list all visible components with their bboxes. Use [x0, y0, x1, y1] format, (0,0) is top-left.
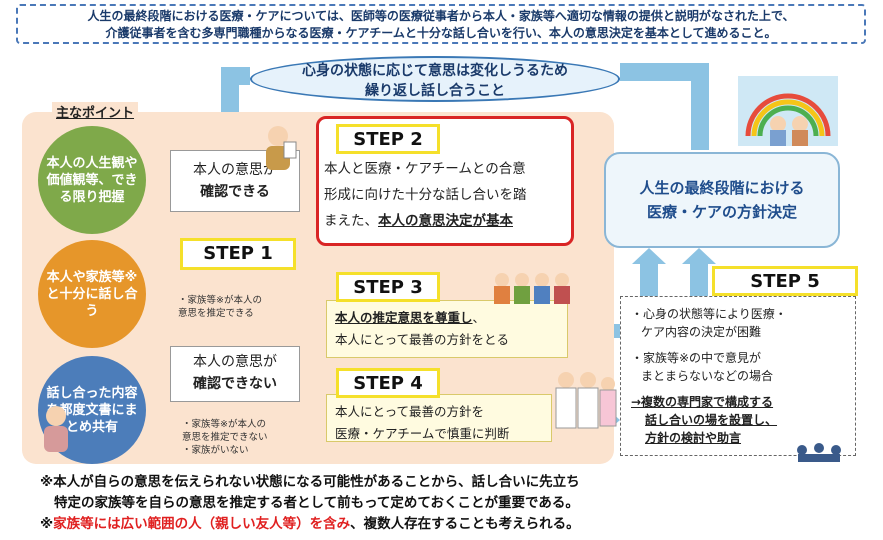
elderly-man-illustration	[266, 126, 297, 170]
meeting-illustration	[797, 443, 841, 462]
bottom-note-line2: 特定の家族等を自らの意思を推定する者として前もって定めておくことが重要である。	[54, 495, 579, 511]
will-not-confirmed-line2: 確認できない	[193, 376, 277, 392]
step1-note-line2: 意思を推定できる	[178, 308, 254, 319]
step5-arrow-line1: →複数の専門家で構成する	[631, 395, 774, 409]
step5-arrow-line2: 話し合いの場を設置し、	[645, 413, 778, 427]
step3-text-emphasis: 本人の推定意思を尊重し	[335, 310, 473, 325]
step2-text-line1: 本人と医療・ケアチームとの合意	[324, 161, 526, 177]
step1-label: STEP 1	[180, 238, 296, 270]
rainbow-family-illustration	[738, 76, 838, 146]
bottom-note-line1: ※本人が自らの意思を伝えられない状態になる可能性があることから、話し合いに先立ち	[40, 474, 580, 490]
bottom-note-line3: ※家族等には広い範囲の人（親しい友人等）を含み、複数人存在することも考えられる。	[40, 514, 860, 535]
loop-banner-line2: 繰り返し話し合うこと	[365, 83, 505, 99]
point-circle-text: 本人や家族等※と十分に話し合う	[46, 269, 138, 319]
will-confirmed-line2: 確認できる	[200, 184, 270, 200]
step5-item1-line2: ケア内容の決定が困難	[641, 325, 762, 339]
will-not-confirmed-box: 本人の意思が 確認できない	[170, 346, 300, 402]
point-circle-understand-values: 本人の人生観や価値観等、できる限り把握	[38, 126, 146, 234]
point-circle-text: 話し合った内容を都度文書にまとめ共有	[46, 385, 138, 435]
step4-note-line2: 意思を推定できない	[182, 432, 268, 443]
point-circle-text: 本人の人生観や価値観等、できる限り把握	[46, 155, 138, 205]
policy-decision-line2: 医療・ケアの方針決定	[646, 203, 797, 221]
step4-note-line1: ・家族等※が本人の	[182, 419, 266, 430]
step2-text-line3: まえた、本人の意思決定が基本	[324, 208, 568, 234]
will-not-confirmed-line1: 本人の意思が	[193, 354, 277, 370]
step2-text-emphasis: 本人の意思決定が基本	[378, 213, 513, 229]
main-points-label: 主なポイント	[52, 102, 139, 121]
step5-box: ・心身の状態等により医療・ ケア内容の決定が困難 ・家族等※の中で意見が まとま…	[620, 296, 856, 456]
elderly-woman-illustration	[44, 406, 68, 452]
step5-item-disagreement: ・家族等※の中で意見が まとまらないなどの場合	[631, 349, 845, 385]
arrow-up-right-head	[682, 248, 716, 264]
step1-note: ・家族等※が本人の 意思を推定できる	[178, 294, 298, 320]
loop-arrow-left	[221, 67, 250, 120]
step3-text-line2: 本人にとって最善の方針をとる	[335, 332, 510, 347]
step1-note-line1: ・家族等※が本人の	[178, 295, 262, 306]
step2-text-line3-prefix: まえた、	[324, 213, 378, 229]
step5-arrow-line3: 方針の検討や助言	[645, 431, 742, 445]
medical-team-illustration	[555, 372, 617, 429]
loop-banner-line1: 心身の状態に応じて意思は変化しうるため	[302, 63, 568, 79]
step5-item1-line1: ・心身の状態等により医療・	[631, 307, 787, 321]
will-confirmed-line1: 本人の意思が	[193, 162, 277, 178]
step3-label: STEP 3	[336, 272, 440, 302]
step3-text-line1: 本人の推定意思を尊重し、	[335, 307, 559, 329]
step3-box: 本人の推定意思を尊重し、 本人にとって最善の方針をとる	[326, 300, 568, 358]
bottom-note-line3-prefix: ※	[40, 516, 54, 532]
step5-item2-line2: まとまらないなどの場合	[641, 369, 774, 383]
step4-note: ・家族等※が本人の 意思を推定できない ・家族がいない	[182, 418, 302, 457]
policy-decision-line1: 人生の最終段階における	[639, 179, 805, 197]
arrow-up-right-shaft	[690, 262, 708, 296]
bottom-note-red-text: 家族等には広い範囲の人（親しい友人等）を含み	[53, 516, 351, 532]
step5-item2-line1: ・家族等※の中で意見が	[631, 351, 762, 365]
header-note-line2: 介護従事者を含む多専門職種からなる医療・ケアチームと十分な話し合いを行い、本人の…	[105, 26, 777, 40]
step3-text-line1-suffix: 、	[472, 310, 486, 325]
step4-note-line3: ・家族がいない	[182, 445, 249, 456]
step5-item-difficult: ・心身の状態等により医療・ ケア内容の決定が困難	[631, 305, 845, 341]
bottom-note-line3-suffix: 、複数人存在することも考えられる。	[350, 516, 580, 532]
bottom-notes: ※本人が自らの意思を伝えられない状態になる可能性があることから、話し合いに先立ち…	[40, 472, 860, 535]
step2-text: 本人と医療・ケアチームとの合意 形成に向けた十分な話し合いを踏 まえた、本人の意…	[324, 156, 568, 234]
policy-decision-box: 人生の最終段階における 医療・ケアの方針決定	[604, 152, 840, 248]
header-note-line1: 人生の最終段階における医療・ケアについては、医師等の医療従事者から本人・家族等へ…	[87, 9, 795, 23]
step4-box: 本人にとって最善の方針を 医療・ケアチームで慎重に判断	[326, 394, 552, 442]
point-circle-discuss: 本人や家族等※と十分に話し合う	[38, 240, 146, 348]
header-note: 人生の最終段階における医療・ケアについては、医師等の医療従事者から本人・家族等へ…	[16, 4, 866, 44]
step5-label: STEP 5	[712, 266, 858, 296]
step2-text-line2: 形成に向けた十分な話し合いを踏	[324, 187, 527, 203]
loop-banner: 心身の状態に応じて意思は変化しうるため 繰り返し話し合うこと	[250, 56, 620, 102]
step4-text-line1: 本人にとって最善の方針を	[335, 404, 485, 419]
loop-arrow-top	[620, 63, 709, 150]
step2-label: STEP 2	[336, 124, 440, 154]
family-group-illustration	[494, 273, 570, 304]
arrow-up-left-head	[632, 248, 666, 264]
step4-label: STEP 4	[336, 368, 440, 398]
step5-expert-panel: →複数の専門家で構成する 話し合いの場を設置し、 方針の検討や助言	[631, 393, 845, 447]
step4-text-line2: 医療・ケアチームで慎重に判断	[335, 426, 510, 441]
